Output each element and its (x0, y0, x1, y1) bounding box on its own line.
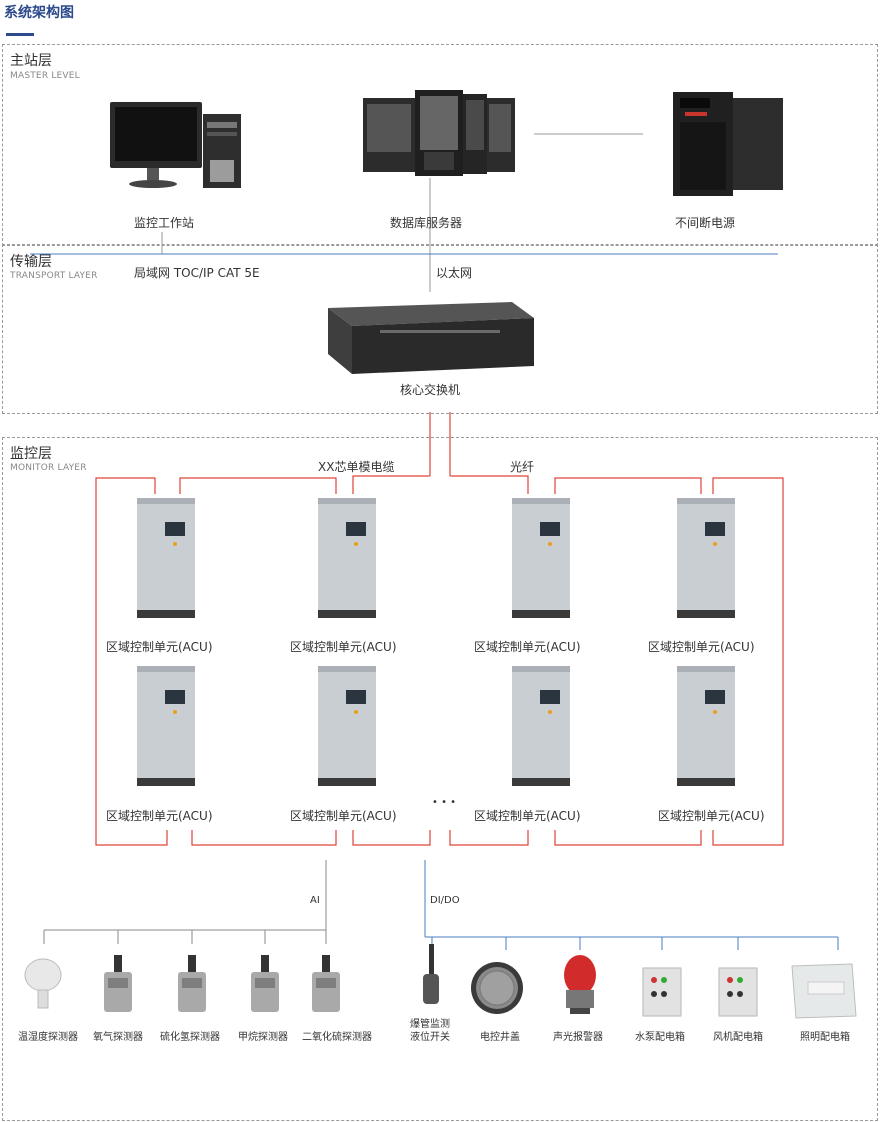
fiber-label: 光纤 (510, 460, 535, 474)
dido-device-label: 风机配电箱 (713, 1032, 763, 1043)
master-layer-title: 主站层 (10, 53, 52, 69)
page-title: 系统架构图 (4, 5, 74, 21)
ai-device-label: 甲烷探测器 (238, 1032, 288, 1043)
dido-device-label: 照明配电箱 (800, 1032, 850, 1043)
transport-layer-subtitle: TRANSPORT LAYER (10, 271, 98, 281)
acu-label: 区域控制单元(ACU) (290, 640, 397, 654)
dido-device-label: 声光报警器 (553, 1032, 603, 1043)
database-server-icon (363, 90, 515, 176)
humidity-sensor-icon (24, 958, 62, 1009)
monitor-layer-box (2, 437, 878, 1121)
level-switch-icon (423, 944, 439, 1004)
master-layer-box (2, 44, 878, 246)
acu-label: 区域控制单元(ACU) (474, 809, 581, 823)
transport-layer-title: 传输层 (10, 254, 52, 270)
fan-panel-icon (718, 967, 758, 1017)
so2-sensor-icon (312, 955, 340, 1012)
alarm-light-icon (564, 955, 596, 1014)
acu-label: 区域控制单元(ACU) (474, 640, 581, 654)
ai-device-label: 温湿度探测器 (18, 1032, 78, 1043)
workstation-icon (110, 102, 241, 188)
ups-icon (673, 92, 783, 196)
dido-device-label: 电控井盖 (480, 1032, 520, 1043)
oxygen-sensor-icon (104, 955, 132, 1012)
ellipsis: • • • (432, 797, 457, 808)
acu-label: 区域控制单元(ACU) (648, 640, 755, 654)
workstation-label: 监控工作站 (134, 216, 195, 230)
monitor-layer-title: 监控层 (10, 446, 52, 462)
methane-sensor-icon (251, 955, 279, 1012)
acu-label: 区域控制单元(ACU) (658, 809, 765, 823)
core-switch-icon (328, 302, 534, 374)
manhole-cover-icon (471, 962, 523, 1014)
ai-device-label: 硫化氢探测器 (160, 1032, 220, 1043)
ai-device-label: 氧气探测器 (93, 1032, 143, 1043)
acu-label: 区域控制单元(ACU) (290, 809, 397, 823)
ai-device-label: 二氧化硫探测器 (302, 1032, 372, 1043)
acu-label: 区域控制单元(ACU) (106, 640, 213, 654)
switch-label: 核心交换机 (400, 383, 461, 397)
master-layer-subtitle: MASTER LEVEL (10, 71, 80, 81)
dido-device-label: 水泵配电箱 (635, 1032, 685, 1043)
ai-label: AI (310, 895, 320, 906)
transport-layer-box (2, 244, 878, 414)
dido-label: DI/DO (430, 895, 460, 906)
dido-device-label: 爆管监测 液位开关 (410, 1019, 450, 1043)
db-server-label: 数据库服务器 (390, 216, 463, 230)
acu-label: 区域控制单元(ACU) (106, 809, 213, 823)
ups-label: 不间断电源 (675, 216, 736, 230)
ethernet-label: 以太网 (436, 266, 473, 280)
title-underline (6, 33, 34, 36)
cable-label: XX芯单模电缆 (318, 460, 395, 474)
h2s-sensor-icon (178, 955, 206, 1012)
monitor-layer-subtitle: MONITOR LAYER (10, 463, 87, 473)
acu-cabinets (137, 498, 735, 786)
lan-label: 局域网 TOC/IP CAT 5E (134, 266, 260, 280)
pump-panel-icon (642, 967, 682, 1017)
lighting-panel-icon (791, 963, 857, 1019)
